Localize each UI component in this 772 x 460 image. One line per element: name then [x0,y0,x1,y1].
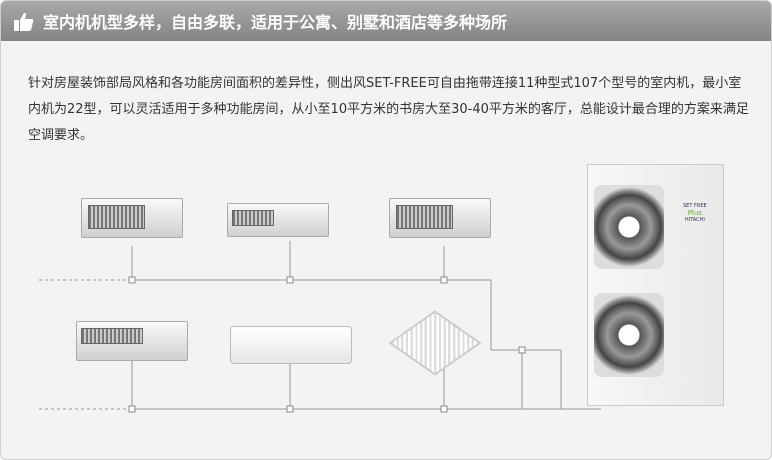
fan-icon [594,293,664,377]
wall-mounted-unit [230,326,352,364]
ducted-unit-2 [227,203,329,237]
brand-line: Plus [687,209,702,217]
ducted-unit-1 [81,198,183,238]
description-text: 针对房屋装饰部局风格和各功能房间面积的差异性，侧出风SET-FREE可自由拖带连… [28,76,749,143]
ducted-unit-4 [76,321,188,361]
brand-line: HITACHI [684,217,705,223]
panel-title: 室内机机型多样，自由多联，适用于公寓、别墅和酒店等多种场所 [43,13,508,32]
panel-header: 室内机机型多样，自由多联，适用于公寓、别墅和酒店等多种场所 [1,1,771,41]
ducted-unit-3 [389,198,491,238]
brand-label: SET FREE Plus HITACHI [683,203,707,224]
outdoor-unit: SET FREE Plus HITACHI [587,164,724,406]
brand-line: SET FREE [683,203,707,209]
thumbs-up-icon [14,12,34,31]
fan-icon [594,185,664,269]
